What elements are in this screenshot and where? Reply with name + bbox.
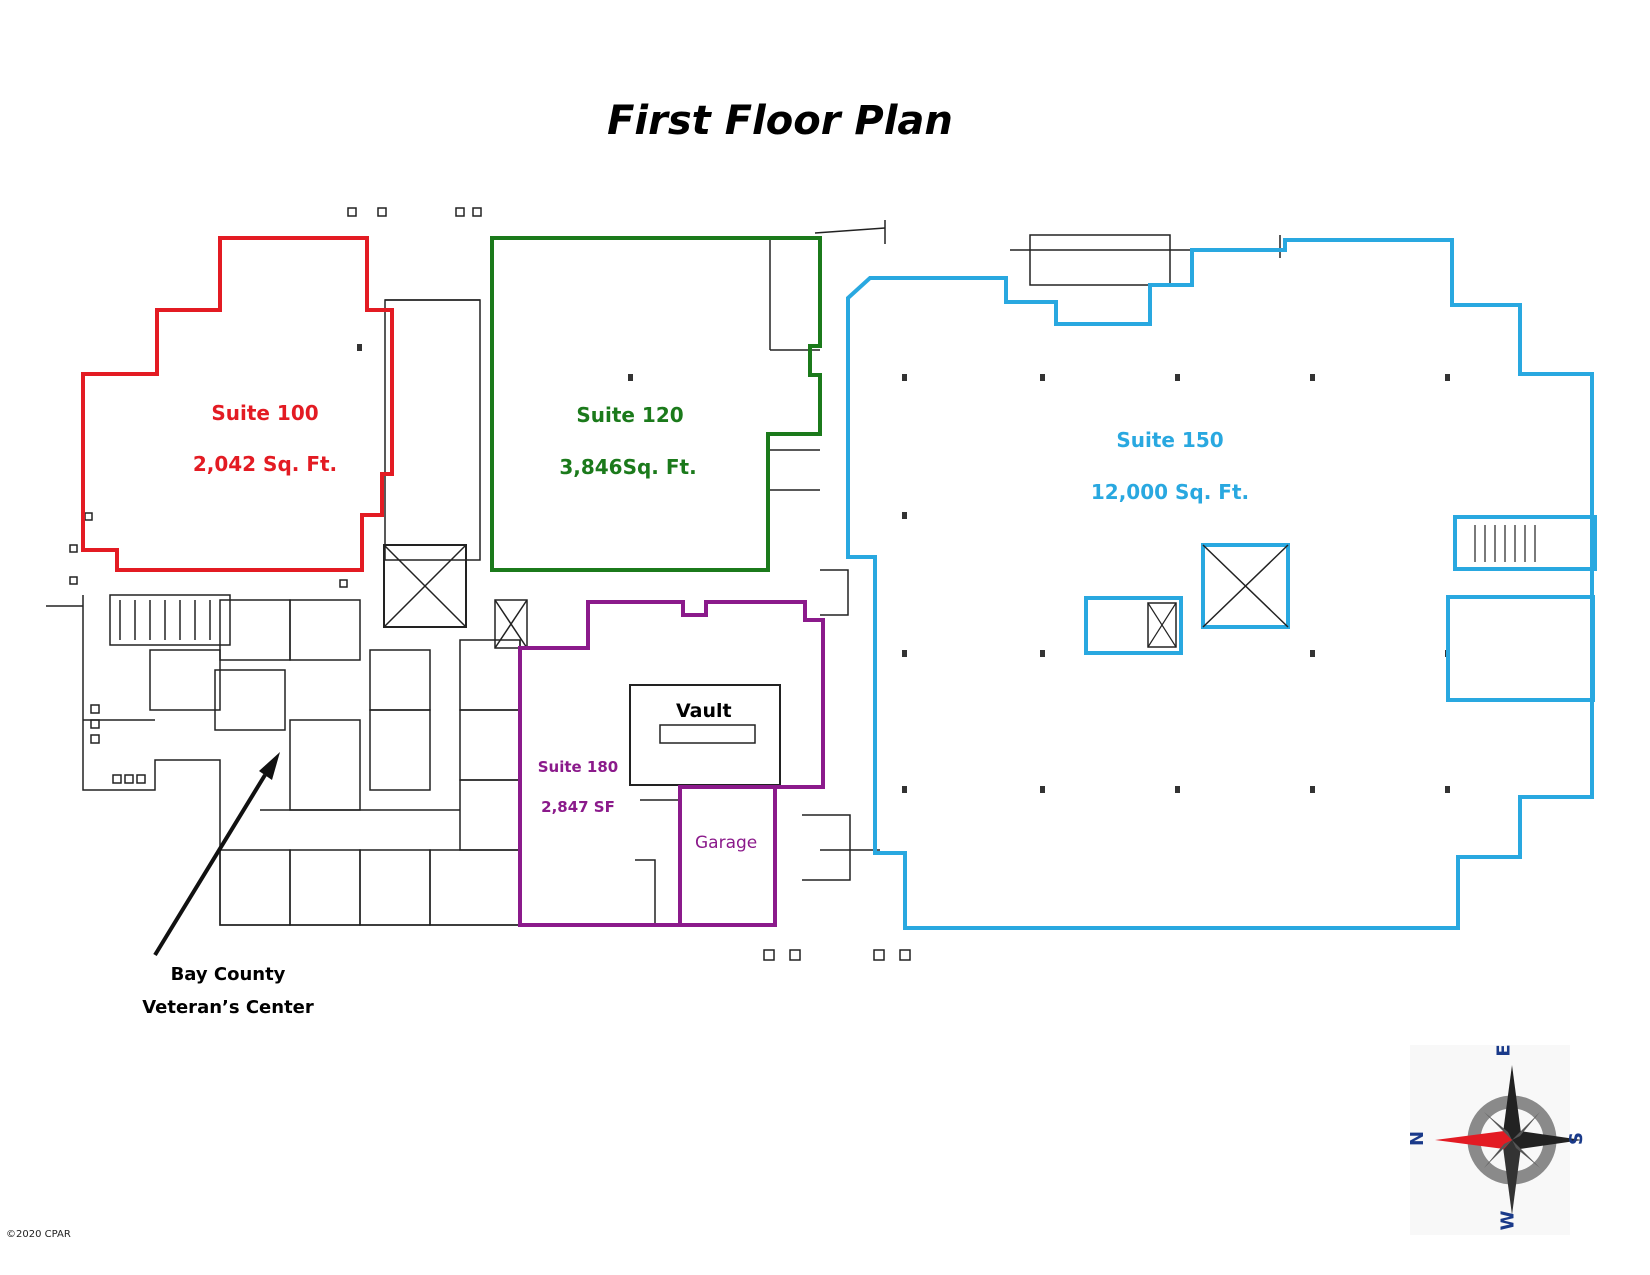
suite-100-area: 2,042 Sq. Ft. xyxy=(192,452,338,476)
suite-120-name: Suite 120 xyxy=(576,403,684,427)
compass-s: S xyxy=(1565,1132,1587,1145)
compass-e: E xyxy=(1493,1044,1515,1057)
garage-outline[interactable] xyxy=(678,785,777,927)
suite-100-name: Suite 100 xyxy=(211,401,319,425)
suite-180-name: Suite 180 xyxy=(537,758,619,776)
compass-w: W xyxy=(1497,1210,1519,1231)
garage-label: Garage xyxy=(695,833,758,853)
vault-label: Vault xyxy=(676,700,732,722)
suite-150-stair-core xyxy=(1453,515,1597,571)
veterans-center-arrowhead xyxy=(259,752,280,780)
suite-120-outline[interactable] xyxy=(490,236,822,572)
compass-rose xyxy=(1410,1045,1582,1235)
page-title: First Floor Plan xyxy=(607,98,953,144)
suite-150-outline[interactable] xyxy=(846,238,1594,930)
veterans-center-label: Bay County Veteran’s Center xyxy=(128,958,328,1024)
column-markers xyxy=(357,344,1450,793)
suite-180-area: 2,847 SF xyxy=(541,798,615,816)
copyright-notice: ©2020 CPAR xyxy=(6,1229,71,1240)
veterans-center-line2: Veteran’s Center xyxy=(142,997,314,1018)
building-linework xyxy=(46,207,1281,961)
suite-150-elevator-core xyxy=(1084,596,1183,655)
suite-120-area: 3,846Sq. Ft. xyxy=(559,455,697,479)
veterans-center-arrow xyxy=(153,773,267,957)
suite-180-outline[interactable] xyxy=(518,600,825,927)
suite-150-shaft xyxy=(1201,543,1290,629)
compass-n: N xyxy=(1407,1130,1429,1147)
suite-100-outline[interactable] xyxy=(81,236,394,572)
suite-150-name: Suite 150 xyxy=(1116,428,1224,452)
suite-150-area: 12,000 Sq. Ft. xyxy=(1090,480,1250,504)
veterans-center-line1: Bay County xyxy=(170,964,286,985)
suite-150-east-core xyxy=(1446,595,1595,702)
